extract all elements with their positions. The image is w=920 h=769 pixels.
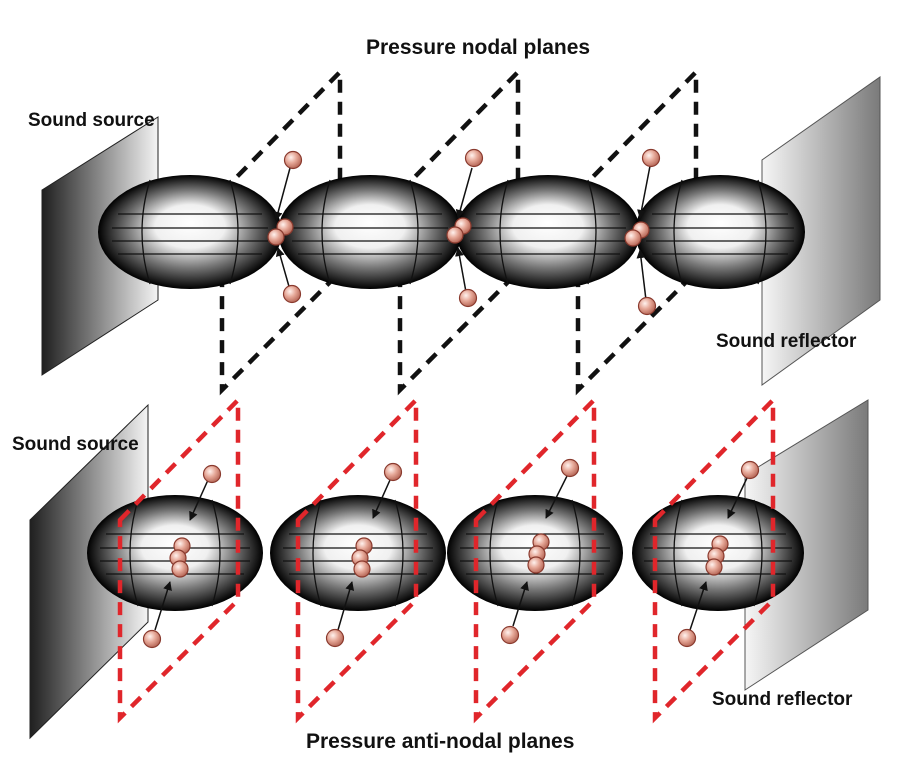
- antinodal-plane-1: [117, 394, 241, 724]
- bottom-lobes: [87, 495, 804, 611]
- nodal-plane-3: [575, 66, 699, 396]
- particle-cluster-2: [446, 148, 484, 308]
- nodal-plane-1: [219, 66, 343, 396]
- top-sound-reflector-plate: [761, 76, 881, 386]
- top-lobe-3: [456, 175, 640, 289]
- top-particles: [267, 148, 661, 316]
- antinodal-plane-3: [473, 394, 597, 724]
- top-sound-source-plate: [41, 116, 159, 376]
- bottom-sound-reflector-plate: [744, 399, 869, 691]
- bottom-sound-source-plate: [29, 403, 149, 740]
- antinodal-plane-2: [295, 394, 419, 724]
- particle-cluster-3: [624, 148, 661, 316]
- bottom-particles: [142, 458, 760, 649]
- bottom-antinodal-planes: [117, 394, 776, 724]
- nodal-plane-2: [397, 66, 521, 396]
- top-lobe-4: [635, 175, 805, 289]
- antinode-cluster-1: [142, 464, 222, 649]
- top-lobe-1: [98, 175, 282, 289]
- antinode-cluster-3: [500, 458, 580, 645]
- top-lobe-2: [278, 175, 462, 289]
- antinode-cluster-2: [325, 462, 403, 648]
- antinodal-plane-4: [652, 394, 776, 724]
- top-lobes: [98, 175, 805, 289]
- top-nodal-planes: [219, 66, 699, 396]
- bottom-panel: [29, 394, 869, 740]
- top-panel: [41, 66, 881, 396]
- particle-cluster-1: [267, 150, 303, 304]
- antinode-cluster-4: [677, 460, 760, 648]
